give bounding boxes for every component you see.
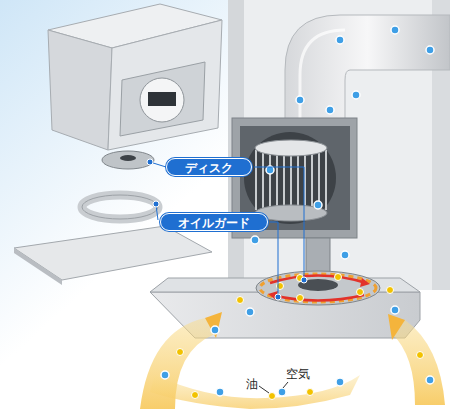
callout-pill: オイルガード xyxy=(160,213,268,231)
callout-text: ディスク xyxy=(185,161,233,175)
legend-label: 油 xyxy=(245,377,259,391)
legend-label: 空気 xyxy=(285,367,311,381)
callout-text: オイルガード xyxy=(178,216,250,230)
callout-pill: ディスク xyxy=(166,158,252,176)
